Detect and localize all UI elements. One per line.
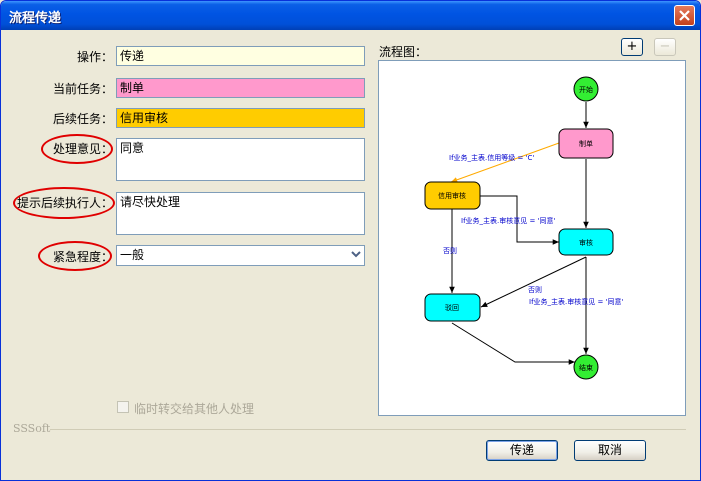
chevron-down-icon bbox=[351, 251, 361, 258]
node-label: 结束 bbox=[579, 363, 593, 372]
zoom-in-button[interactable]: + bbox=[621, 38, 643, 56]
edge-reject-end bbox=[451, 322, 575, 365]
close-icon bbox=[679, 10, 690, 21]
flowchart-canvas[interactable]: If业务_主表.信用等级 = 'C' If业务_主表.审核意见 = '同意' 否… bbox=[378, 60, 686, 416]
opinion-label: 处理意见： bbox=[52, 142, 113, 156]
urgency-value: 一般 bbox=[120, 248, 145, 262]
edge-label: If业务_主表.审核意见 = '同意' bbox=[461, 216, 555, 225]
transfer-button[interactable]: 传递 bbox=[486, 440, 558, 461]
zoom-out-button[interactable]: − bbox=[654, 38, 676, 56]
node-make[interactable]: 制单 bbox=[558, 128, 614, 159]
node-start[interactable]: 开始 bbox=[573, 76, 599, 102]
node-review[interactable]: 审核 bbox=[558, 228, 614, 256]
node-label: 开始 bbox=[579, 85, 593, 94]
opinion-textarea[interactable]: 同意 bbox=[116, 138, 365, 181]
edge-label: 否则 bbox=[443, 247, 457, 255]
edge-label: If业务_主表.信用等级 = 'C' bbox=[449, 153, 534, 162]
edge-make-credit bbox=[450, 142, 560, 183]
edge-labels: If业务_主表.信用等级 = 'C' If业务_主表.审核意见 = '同意' 否… bbox=[443, 153, 623, 306]
node-label: 驳回 bbox=[445, 304, 459, 312]
brand-label: SSSoft bbox=[13, 422, 51, 435]
node-reject[interactable]: 驳回 bbox=[424, 293, 481, 322]
urgency-label: 紧急程度： bbox=[52, 250, 113, 264]
transfer-checkbox-label: 临时转交给其他人处理 bbox=[134, 402, 255, 416]
operation-field: 传递 bbox=[116, 46, 365, 66]
flowchart-label: 流程图： bbox=[379, 45, 428, 59]
node-label: 制单 bbox=[579, 139, 593, 148]
transfer-checkbox[interactable] bbox=[117, 401, 129, 413]
urgency-select[interactable]: 一般 bbox=[116, 245, 365, 266]
node-end[interactable]: 结束 bbox=[573, 354, 599, 380]
separator-line bbox=[50, 429, 686, 430]
window-title: 流程传递 bbox=[9, 11, 62, 26]
operation-label: 操作： bbox=[76, 50, 113, 64]
cancel-button[interactable]: 取消 bbox=[574, 440, 646, 461]
edge-credit-review bbox=[480, 195, 559, 245]
close-button[interactable] bbox=[674, 5, 695, 26]
edge-review-reject bbox=[480, 256, 587, 308]
current-task-label: 当前任务： bbox=[52, 82, 113, 96]
next-task-label: 后续任务： bbox=[52, 112, 113, 126]
reminder-label: 提示后续执行人： bbox=[16, 196, 113, 210]
node-label: 审核 bbox=[579, 238, 593, 247]
node-label: 信用审核 bbox=[438, 191, 466, 200]
edge-label: 否则 bbox=[528, 286, 542, 294]
edge-label: If业务_主表.审核意见 = '同意' bbox=[529, 297, 623, 306]
title-bar[interactable]: 流程传递 bbox=[1, 1, 700, 30]
flow-edges bbox=[449, 102, 589, 365]
node-credit[interactable]: 信用审核 bbox=[424, 181, 481, 210]
current-task-field: 制单 bbox=[116, 78, 365, 98]
next-task-field: 信用审核 bbox=[116, 108, 365, 128]
reminder-textarea[interactable]: 请尽快处理 bbox=[116, 192, 365, 235]
